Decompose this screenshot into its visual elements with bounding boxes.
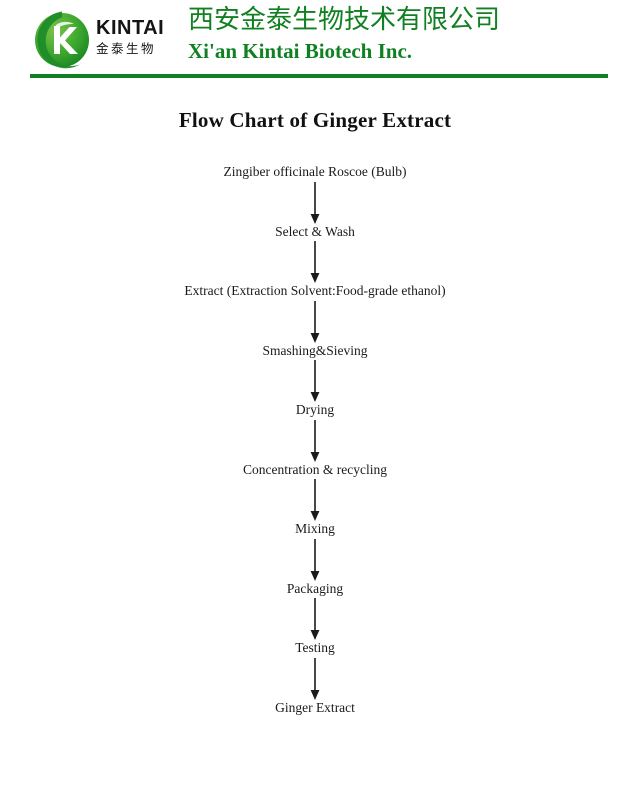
down-arrow-icon [306,358,324,403]
company-name-english: Xi'an Kintai Biotech Inc. [188,38,413,63]
flow-step: Mixing [295,521,335,537]
down-arrow-icon [306,180,324,224]
down-arrow-icon [306,596,324,641]
flow-step: Zingiber officinale Roscoe (Bulb) [223,164,407,179]
flow-chart: Zingiber officinale Roscoe (Bulb) Select … [0,164,630,715]
flow-step: Testing [295,640,335,656]
logo-latin-text: KINTAI [96,17,165,39]
flow-step: Concentration & recycling [243,461,387,477]
company-logo: KINTAI 金泰生物 [26,6,178,74]
down-arrow-icon [306,239,324,284]
flow-step: Drying [295,402,335,418]
down-arrow-icon [306,537,324,581]
flow-step: Select & Wash [275,223,355,239]
down-arrow-icon [306,418,324,462]
down-arrow-icon [306,299,324,343]
down-arrow-icon [306,656,324,700]
flow-step: Packaging [286,580,344,596]
header-divider [30,74,608,78]
logo-wordmark: KINTAI 金泰生物 [96,18,178,57]
down-arrow-icon [306,477,324,522]
flow-step: Smashing&Sieving [262,342,368,358]
page-header: KINTAI 金泰生物 西安金泰生物技术有限公司 Xi'an Kintai Bi… [0,0,642,84]
page-title: Flow Chart of Ginger Extract [178,108,452,132]
company-name-block: 西安金泰生物技术有限公司 Xi'an Kintai Biotech Inc. [188,4,618,64]
flow-step: Extract (Extraction Solvent:Food-grade e… [184,283,446,299]
kintai-green-circle-k-logo-icon [28,8,92,72]
company-name-chinese: 西安金泰生物技术有限公司 [188,5,501,35]
flow-step: Ginger Extract [275,699,355,715]
logo-chinese-text: 金泰生物 [96,41,157,56]
